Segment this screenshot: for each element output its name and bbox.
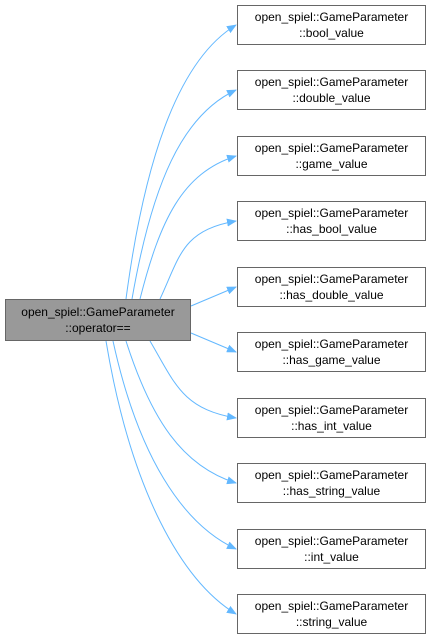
target-node-line1: open_spiel::GameParameter [254,468,409,482]
edge-to-bool-value [125,24,237,300]
call-edges [105,24,237,615]
target-node-line1: open_spiel::GameParameter [254,75,409,89]
target-node-line2: ::double_value [292,91,371,105]
target-node-line2: ::bool_value [299,26,364,40]
target-node-string-value[interactable]: open_spiel::GameParameter ::string_value [237,594,426,634]
target-node-line1: open_spiel::GameParameter [254,599,409,613]
target-node-line2: ::string_value [295,615,368,629]
target-node-line2: ::has_game_value [282,353,381,367]
target-node-has-game-value[interactable]: open_spiel::GameParameter ::has_game_val… [237,332,426,372]
target-node-bool-value[interactable]: open_spiel::GameParameter ::bool_value [237,5,426,45]
target-node-game-value[interactable]: open_spiel::GameParameter ::game_value [237,136,426,176]
edge-to-has-int-value [149,340,237,421]
edge-to-has-string-value [125,340,237,485]
target-node-line1: open_spiel::GameParameter [254,10,409,24]
target-node-line1: open_spiel::GameParameter [254,141,409,155]
target-node-has-int-value[interactable]: open_spiel::GameParameter ::has_int_valu… [237,398,426,438]
edge-to-string-value [105,340,237,615]
target-node-double-value[interactable]: open_spiel::GameParameter ::double_value [237,70,426,110]
source-node-line1: open_spiel::GameParameter [21,305,175,319]
target-node-line2: ::has_double_value [279,288,384,302]
target-node-line2: ::has_bool_value [286,222,377,236]
target-node-has-bool-value[interactable]: open_spiel::GameParameter ::has_bool_val… [237,201,426,241]
target-node-line2: ::has_string_value [282,484,381,498]
edge-to-has-game-value [190,332,237,353]
source-node-line2: ::operator== [65,321,131,335]
source-node-operator-equals: open_spiel::GameParameter ::operator== [5,299,191,341]
edge-to-has-bool-value [159,218,237,300]
target-node-line2: ::game_value [295,157,368,171]
edge-to-int-value [112,340,237,550]
target-node-line2: ::has_int_value [291,419,372,433]
edge-to-double-value [131,89,237,300]
target-node-line1: open_spiel::GameParameter [254,534,409,548]
target-node-line2: ::int_value [304,550,359,564]
target-node-line1: open_spiel::GameParameter [254,337,409,351]
edge-to-game-value [139,154,237,300]
target-node-has-double-value[interactable]: open_spiel::GameParameter ::has_double_v… [237,267,426,307]
target-node-int-value[interactable]: open_spiel::GameParameter ::int_value [237,529,426,569]
edge-to-has-double-value [190,286,237,307]
target-node-line1: open_spiel::GameParameter [254,403,409,417]
target-node-line1: open_spiel::GameParameter [254,206,409,220]
target-node-has-string-value[interactable]: open_spiel::GameParameter ::has_string_v… [237,463,426,503]
target-node-line1: open_spiel::GameParameter [254,272,409,286]
